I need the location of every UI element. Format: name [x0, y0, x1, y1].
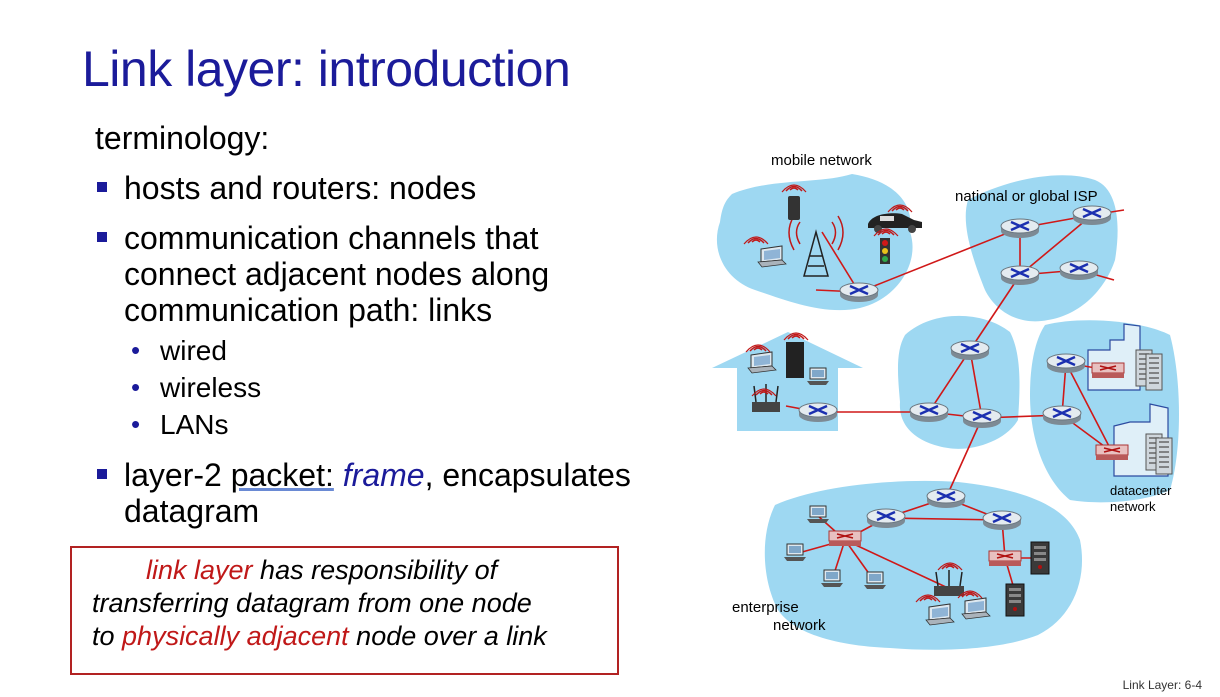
desktop-icon — [863, 571, 887, 590]
page-title: Link layer: introduction — [82, 41, 571, 97]
router-center-2 — [908, 401, 950, 424]
router-isp-1 — [999, 217, 1041, 240]
desktop-icon — [783, 543, 807, 562]
definition-box: link layer has responsibility of transfe… — [70, 546, 619, 675]
wireless-router-icon — [934, 570, 964, 596]
router-isp-3 — [999, 264, 1041, 287]
link-types-list: wired wireless LANs — [124, 332, 635, 443]
links — [785, 209, 1125, 593]
laptop-icon — [747, 351, 777, 374]
mobile-network-cloud — [716, 174, 913, 311]
physically-adjacent-term: physically adjacent — [122, 621, 349, 651]
isp-label: national or global ISP — [955, 188, 1098, 205]
router-datacenter-2 — [1041, 404, 1083, 427]
refrigerator-icon — [786, 342, 804, 378]
bullet-nodes: hosts and routers: nodes — [95, 170, 635, 206]
switch-datacenter-1 — [1091, 362, 1125, 379]
enterprise-label-1: enterprise — [732, 599, 799, 616]
server-rack-icon — [1155, 437, 1173, 475]
sub-item-lans: LANs — [124, 406, 635, 443]
mobile-network-label: mobile network — [771, 152, 872, 169]
router-enterprise-1 — [925, 487, 967, 510]
traffic-light-icon — [880, 238, 890, 264]
link-layer-term: link layer — [146, 555, 253, 585]
router-isp-4 — [1058, 259, 1100, 282]
cell-tower-icon — [788, 215, 844, 277]
desktop-icon — [806, 367, 830, 386]
sub-item-wired: wired — [124, 332, 635, 369]
router-center-1 — [949, 339, 991, 362]
desktop-icon — [820, 569, 844, 588]
datacenter-label-2: network — [1110, 499, 1156, 514]
frame-term: frame — [342, 457, 425, 493]
packet-term: packet: — [230, 457, 334, 493]
server-icon — [1005, 583, 1025, 617]
bullet-links: communication channels that connect adja… — [95, 220, 635, 443]
datacenter-label-1: datacenter — [1110, 483, 1172, 498]
desktop-icon — [806, 505, 830, 524]
smartphone-icon — [788, 196, 800, 220]
laptop-icon — [961, 597, 991, 620]
enterprise-label-2: network — [773, 617, 826, 634]
network-diagram: mobile network national or global ISP da… — [712, 152, 1179, 650]
bullet-list: hosts and routers: nodes communication c… — [95, 170, 635, 543]
router-center-3 — [961, 407, 1003, 430]
server-icon — [1030, 541, 1050, 575]
bullet-frame: layer-2 packet: frame, encapsulates data… — [95, 457, 635, 529]
switch-enterprise-1 — [828, 530, 862, 547]
server-rack-icon — [1145, 353, 1163, 391]
sub-item-wireless: wireless — [124, 369, 635, 406]
laptop-icon — [757, 245, 787, 268]
router-enterprise-2 — [865, 507, 907, 530]
terminology-label: terminology: — [95, 120, 270, 156]
switch-datacenter-2 — [1095, 444, 1129, 461]
router-enterprise-3 — [981, 509, 1023, 532]
router-mobile — [838, 281, 880, 304]
switch-enterprise-2 — [988, 550, 1022, 567]
router-isp-2 — [1071, 204, 1113, 227]
router-home — [797, 401, 839, 424]
slide-footer: Link Layer: 6-4 — [1122, 678, 1202, 692]
laptop-icon — [925, 603, 955, 626]
center-cloud — [897, 315, 1020, 449]
router-datacenter-1 — [1045, 352, 1087, 375]
